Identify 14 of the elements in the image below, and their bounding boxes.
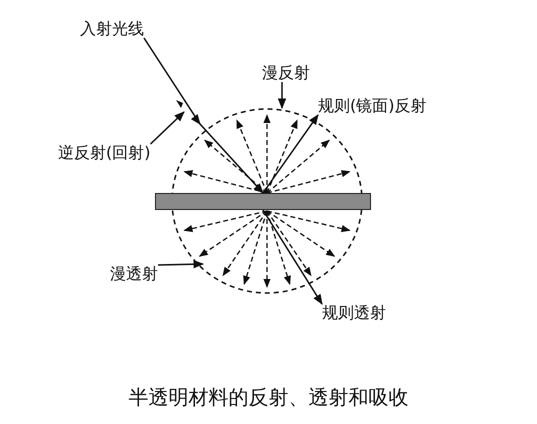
leader-line bbox=[158, 260, 204, 268]
regular-transmission-label: 规则透射 bbox=[322, 304, 386, 322]
diffuse-transmission-label: 漫透射 bbox=[110, 265, 158, 283]
specular-reflection-ray bbox=[262, 114, 319, 194]
retroreflection-label: 逆反射(回射) bbox=[58, 144, 150, 162]
material-plate bbox=[155, 193, 371, 210]
caption: 半透明材料的反射、透射和吸收 bbox=[128, 388, 410, 406]
incident-ray-label: 入射光线 bbox=[80, 20, 144, 38]
leader-line bbox=[150, 111, 185, 145]
leader-line bbox=[278, 82, 286, 110]
specular-reflection-label: 规则(镜面)反射 bbox=[318, 97, 426, 115]
diffuse-reflection-label: 漫反射 bbox=[262, 64, 310, 82]
regular-transmission-ray bbox=[262, 210, 323, 305]
incident-ray bbox=[143, 38, 264, 194]
